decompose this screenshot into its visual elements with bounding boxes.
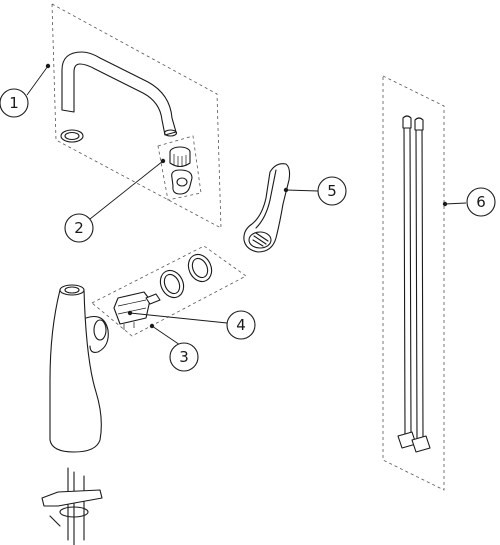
hose-2-top-fitting <box>414 117 424 131</box>
aerator-body <box>169 151 191 168</box>
supply-hose-group-boundary <box>382 75 445 491</box>
supply-hose-group <box>382 75 445 491</box>
lever-handle-socket-hatch <box>252 232 269 247</box>
callout-5-circle <box>317 176 347 206</box>
cartridge-line-2 <box>117 307 147 315</box>
leader-lines <box>26 63 467 348</box>
spout-washer-inner <box>64 131 80 141</box>
spout-washer-outer <box>60 129 84 143</box>
leader-1-dot <box>45 63 51 69</box>
tap-body-side-outlet <box>85 315 109 353</box>
leader-3-dot <box>149 323 155 329</box>
callout-6-label: 6 <box>476 193 486 211</box>
callout-3-label: 3 <box>179 348 189 366</box>
cartridge-line-1 <box>117 299 147 307</box>
spout-group-boundary <box>51 3 222 229</box>
callout-4-circle <box>226 310 256 340</box>
leader-6-dot <box>442 201 448 207</box>
callout-5: 5 <box>317 176 347 206</box>
callout-1: 1 <box>0 88 29 118</box>
callout-3-circle <box>169 342 199 372</box>
lever-handle <box>243 163 291 253</box>
callout-1-circle <box>0 88 29 118</box>
callout-3: 3 <box>169 342 199 372</box>
leader-4 <box>129 312 228 324</box>
hose-1-right <box>409 127 412 435</box>
tap-body-top-inner <box>64 286 80 294</box>
cartridge-nut-outer <box>187 253 213 283</box>
spout-tube <box>61 51 177 136</box>
mounting-kit <box>41 467 103 545</box>
callout-6-circle <box>466 187 496 217</box>
aerator-group <box>157 135 202 201</box>
callout-1-label: 1 <box>9 94 19 112</box>
hose-1-top-fitting <box>402 115 412 129</box>
callout-4-label: 4 <box>236 316 246 334</box>
tap-body-outlet-ring <box>93 319 107 341</box>
aerator-key-hole <box>176 177 188 187</box>
mount-nut <box>59 506 89 518</box>
mount-plate <box>41 489 103 507</box>
cartridge-bonnet-outer <box>159 269 185 299</box>
hose-2-right <box>421 125 424 439</box>
callout-2: 2 <box>64 213 94 243</box>
leader-2 <box>89 160 164 220</box>
callout-5-label: 5 <box>327 182 337 200</box>
lever-handle-body <box>243 163 291 253</box>
callout-2-label: 2 <box>74 219 84 237</box>
hose-2-bottom-nut <box>411 435 431 453</box>
mount-arm <box>49 515 61 527</box>
leader-1 <box>26 65 49 96</box>
aerator-key <box>171 169 193 195</box>
hose-1-left <box>403 125 406 435</box>
tap-body-outline <box>49 289 102 453</box>
leader-4-dot <box>127 310 133 316</box>
spout-tip <box>163 129 178 137</box>
cartridge-bonnet-inner <box>163 273 181 295</box>
lever-handle-edge <box>255 169 277 229</box>
aerator-group-boundary <box>157 135 202 201</box>
leader-2-dot <box>160 158 166 164</box>
hose-2-left <box>415 129 418 439</box>
leader-6 <box>444 202 467 205</box>
leader-5 <box>285 189 319 192</box>
cartridge-group <box>91 245 247 337</box>
cartridge-stem <box>145 293 161 305</box>
leader-3 <box>151 325 184 348</box>
cartridge-nut-inner <box>191 257 209 279</box>
callout-4: 4 <box>226 310 256 340</box>
callout-6: 6 <box>466 187 496 217</box>
tap-body <box>49 284 109 453</box>
callout-2-circle <box>64 213 94 243</box>
leader-5-dot <box>283 187 289 193</box>
spout-group <box>51 3 222 229</box>
tap-body-top <box>59 284 85 296</box>
